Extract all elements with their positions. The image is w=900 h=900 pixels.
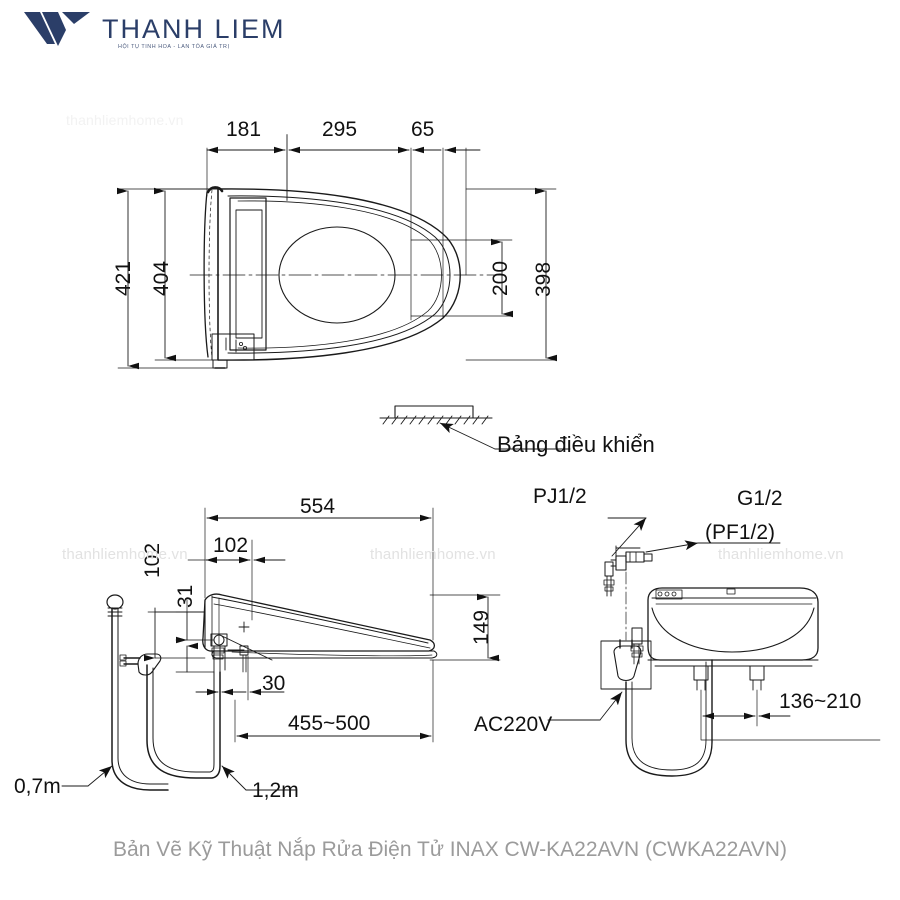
watermark: thanhliemhome.vn xyxy=(66,112,184,128)
dim-554: 554 xyxy=(300,495,336,518)
dim-30: 30 xyxy=(262,672,286,695)
dim-200: 200 xyxy=(489,260,512,296)
pf-connection-label: (PF1/2) xyxy=(705,521,776,544)
dim-31: 31 xyxy=(174,584,197,608)
brand-name: THANH LIEM xyxy=(102,14,286,44)
top-view-geometry xyxy=(189,186,501,369)
pj-connection-label: PJ1/2 xyxy=(533,485,587,508)
dim-149: 149 xyxy=(470,609,493,645)
top-view-horizontal-dims xyxy=(206,134,481,321)
dim-102-horizontal: 102 xyxy=(213,534,249,557)
hose-length-label: 0,7m xyxy=(14,775,61,798)
cable-length-label: 1,2m xyxy=(252,779,299,802)
control-panel-label: Bảng điều khiển xyxy=(497,432,655,457)
dim-102-vertical: 102 xyxy=(141,542,164,578)
watermark: thanhliemhome.vn xyxy=(718,546,844,563)
rear-view-geometry xyxy=(547,517,819,777)
figure-caption: Bản Vẽ Kỹ Thuật Nắp Rửa Điện Tử INAX CW-… xyxy=(113,838,787,861)
watermark: thanhliemhome.vn xyxy=(370,546,496,563)
thanh-liem-logo-icon xyxy=(24,12,90,46)
watermark: thanhliemhome.vn xyxy=(62,546,188,563)
dim-421: 421 xyxy=(112,260,135,296)
brand-logo: THANH LIEM HỘI TỤ TINH HOA - LAN TỎA GIÁ… xyxy=(22,8,284,58)
g-connection-label: G1/2 xyxy=(737,487,783,510)
dim-295: 295 xyxy=(322,118,358,141)
dim-455-500: 455~500 xyxy=(288,712,371,735)
dim-136-210: 136~210 xyxy=(779,690,862,713)
dim-398: 398 xyxy=(532,261,555,297)
brand-tagline: HỘI TỤ TINH HOA - LAN TỎA GIÁ TRỊ xyxy=(118,44,230,50)
dim-181: 181 xyxy=(226,118,262,141)
side-view-dims xyxy=(61,507,501,791)
dim-404: 404 xyxy=(150,260,173,296)
power-supply-label: AC220V xyxy=(474,713,553,736)
dim-65: 65 xyxy=(411,118,435,141)
